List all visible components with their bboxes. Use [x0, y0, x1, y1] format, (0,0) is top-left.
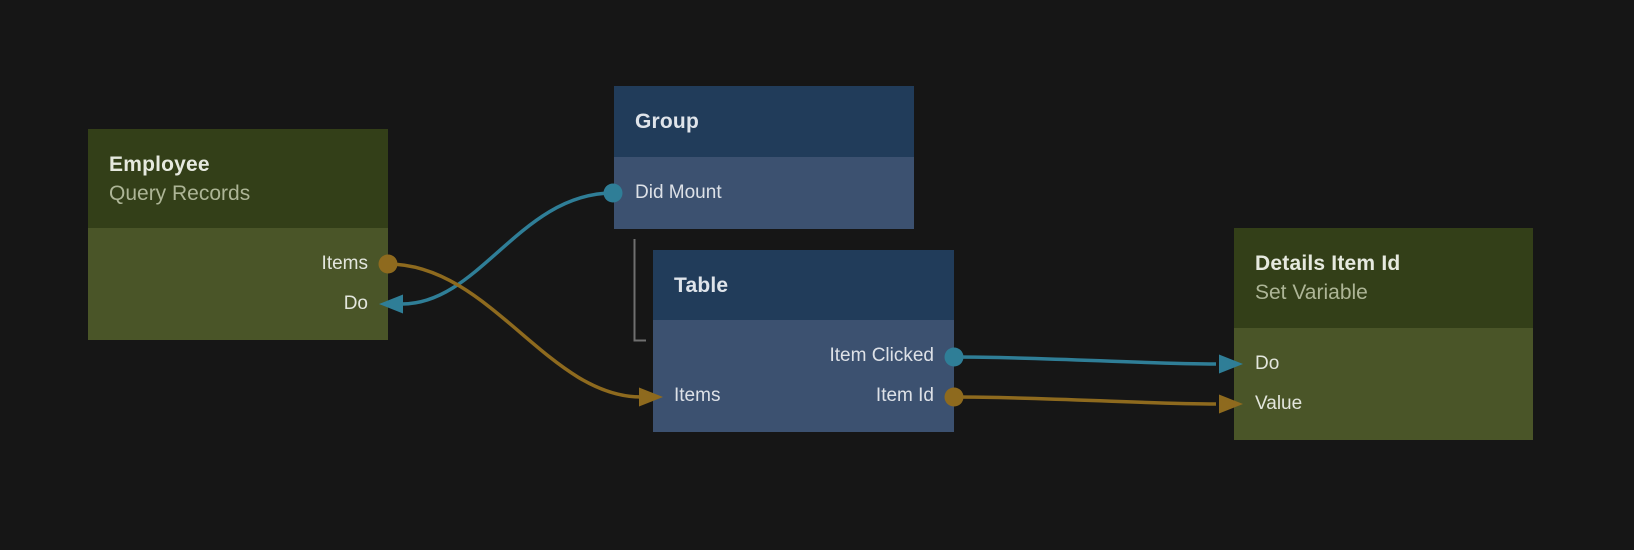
port-row-employee-do[interactable]: Do: [88, 284, 388, 324]
node-employee-body: Items Do: [88, 228, 388, 340]
node-table-title: Table: [674, 273, 729, 297]
node-employee[interactable]: Employee Query Records Items Do: [88, 129, 388, 340]
node-details-item-id[interactable]: Details Item Id Set Variable Do Value: [1234, 228, 1533, 440]
node-employee-subtitle: Query Records: [109, 181, 251, 205]
node-group-header: Group: [614, 86, 914, 157]
node-details-subtitle: Set Variable: [1255, 281, 1368, 304]
port-row-details-do[interactable]: Do: [1234, 344, 1533, 384]
port-label-do: Do: [343, 293, 368, 314]
node-table[interactable]: Table Item Clicked Items Item Id: [653, 250, 954, 432]
wire-itemclicked-to-do[interactable]: [953, 355, 1217, 366]
node-table-body: Item Clicked Items Item Id: [653, 320, 954, 432]
hierarchy-elbow-line: [633, 239, 646, 342]
port-row-details-value[interactable]: Value: [1234, 384, 1533, 424]
node-table-header: Table: [653, 250, 954, 320]
port-label-items: Items: [321, 253, 368, 274]
wire-items-to-items[interactable]: [387, 262, 642, 399]
port-label-do: Do: [1255, 353, 1280, 374]
wire-itemid-to-value[interactable]: [953, 395, 1217, 406]
node-group[interactable]: Group Did Mount: [614, 86, 914, 229]
node-details-header: Details Item Id Set Variable: [1234, 228, 1533, 328]
port-label-value: Value: [1255, 393, 1303, 414]
port-label-items: Items: [674, 385, 721, 406]
wire-didmount-to-do[interactable]: [401, 191, 614, 306]
port-row-group-did-mount[interactable]: Did Mount: [614, 173, 914, 213]
node-group-body: Did Mount: [614, 157, 914, 229]
port-row-employee-items[interactable]: Items: [88, 244, 388, 284]
node-details-body: Do Value: [1234, 328, 1533, 440]
port-label-item-clicked: Item Clicked: [829, 345, 934, 366]
port-row-table-items-itemid[interactable]: Items Item Id: [653, 376, 954, 416]
node-details-title: Details Item Id: [1255, 252, 1401, 275]
port-row-table-item-clicked[interactable]: Item Clicked: [653, 336, 954, 376]
port-label-did-mount: Did Mount: [635, 182, 722, 203]
node-group-title: Group: [635, 110, 699, 133]
port-label-item-id: Item Id: [875, 385, 934, 406]
node-employee-title: Employee: [109, 152, 210, 176]
node-employee-header: Employee Query Records: [88, 129, 388, 228]
